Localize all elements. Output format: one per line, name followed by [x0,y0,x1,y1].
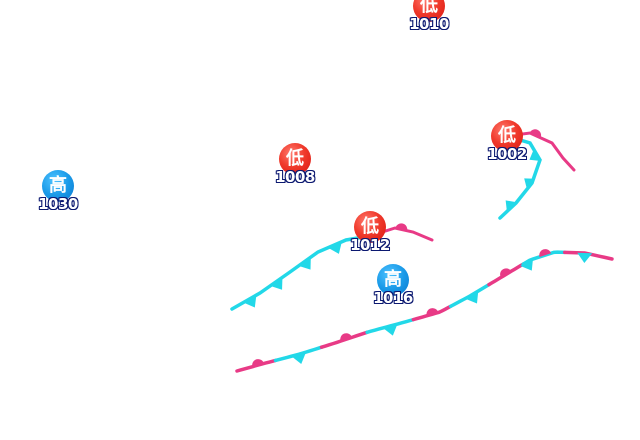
low-symbol: 低 [491,120,523,152]
pressure-value: 1002 [487,145,527,163]
pressure-value: 1010 [409,15,449,33]
warm-front-pip [539,249,551,257]
cold-front-pip [291,352,306,365]
cold-front-pip [382,324,398,336]
cold-front-pip [298,257,311,270]
high-pressure-center: 高 1030 [38,170,78,213]
cold-front-pip [520,258,534,271]
low-pressure-center: 低 1012 [350,211,390,254]
warm-front-segment [487,262,525,287]
cold-front-pip [328,241,342,254]
high-pressure-center: 高 1016 [373,264,413,307]
low-symbol: 低 [413,0,445,22]
high-symbol: 高 [377,264,409,296]
cold-front-pip [465,291,479,304]
cold-front-pip [505,200,517,212]
low-symbol: 低 [279,143,311,175]
warm-front-pip [395,223,408,231]
low-pressure-center: 低 1008 [275,143,315,186]
cold-front-segment [448,282,491,309]
cold-front-pip [524,178,536,190]
warm-front-pip [426,308,439,316]
warm-front-pip [252,359,264,367]
warm-front-pip [529,129,542,138]
low-pressure-center: 低 1010 [409,0,449,33]
cold-front-pip [529,149,541,161]
cold-front-segment [521,250,567,266]
pressure-value: 1016 [373,289,413,307]
low-pressure-center: 低 1002 [487,120,527,163]
warm-front-segment [319,330,369,349]
low-symbol: 低 [354,211,386,243]
warm-front-pip [340,333,352,342]
stationary-front [235,249,614,373]
warm-front-pip [500,268,512,278]
pressure-value: 1030 [38,195,78,213]
cold-front-pip [270,277,283,290]
cold-front-pip [577,252,593,263]
pressure-value: 1012 [350,236,390,254]
pressure-value: 1008 [275,168,315,186]
high-symbol: 高 [42,170,74,202]
cold-front-pip [243,295,257,308]
front-1002 [498,129,576,220]
